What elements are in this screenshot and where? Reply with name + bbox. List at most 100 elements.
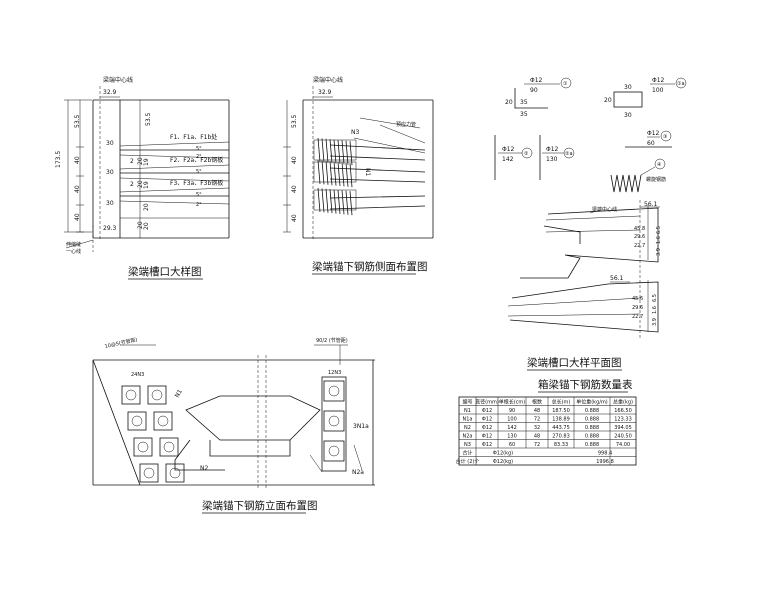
spiral-bundle	[313, 161, 357, 183]
spiral-turn	[337, 161, 341, 187]
table-cell: 142	[507, 425, 517, 431]
v3-top-dim-2: 56.1	[610, 275, 624, 282]
rebar1a-dim-a: 20	[604, 97, 612, 104]
rebar1-dim-c: 35	[520, 111, 528, 118]
table-cell: 123.33	[614, 416, 632, 422]
v3-dim-3: 22.7	[634, 243, 645, 249]
table-cell: 0.888	[585, 425, 599, 431]
v2-left-dim-3: 40	[291, 185, 298, 193]
table-cell: Φ12	[482, 425, 492, 431]
v4-title: 梁端锚下钢筋立面布置图	[202, 499, 318, 512]
rebar2-id: ②	[524, 151, 529, 157]
spiral-turn	[341, 140, 345, 165]
rebar2a-dia: Φ12	[546, 146, 559, 153]
table-cell: 0.888	[585, 416, 599, 422]
v1-bottom-left-1: 伸缩缝	[66, 241, 81, 248]
v1-small-dim-3: 2	[130, 181, 134, 188]
table-header-cell: 单位重(kg/m)	[576, 398, 608, 405]
anchor-plate-side	[323, 440, 345, 462]
v2-left-dim-4: 40	[291, 214, 298, 222]
v1-top-label: 梁端中心线	[103, 76, 133, 84]
v2-n3-label: N3	[351, 129, 359, 136]
anchor-plate	[121, 385, 141, 405]
table-cell: 72	[534, 442, 540, 448]
table-cell: 394.05	[614, 425, 632, 431]
rebar3-id: ③	[663, 134, 667, 140]
spiral-turn	[325, 138, 329, 163]
v3-side-dim-3: 3.9	[656, 248, 662, 256]
v1-left-dim-1: 53.5	[74, 114, 81, 128]
v3-side-dim-2: 1.6	[656, 236, 662, 244]
spiral-turn	[333, 139, 337, 164]
anchor-hole	[137, 441, 149, 453]
v2-n1-label: N1	[364, 168, 371, 176]
table-cell: 48	[534, 408, 540, 414]
spiral-turn	[345, 140, 349, 165]
v3-dim-6: 22.7	[632, 314, 643, 320]
anchor-hole	[125, 389, 137, 401]
spiral-turn	[317, 187, 321, 213]
v1-small-dim-6: 19	[143, 158, 150, 166]
v1-label-f1: F1、F1a、F1b处	[170, 133, 217, 141]
v3-dim-4: 45.6	[632, 296, 643, 302]
v1-small-dim-7: 20	[143, 203, 150, 211]
table-cell: 0.888	[585, 408, 599, 414]
anchor-hole	[157, 415, 169, 427]
v3-mid-label: 梁端中心线	[592, 206, 617, 213]
view-side-layout	[283, 86, 434, 240]
view-notch-plan	[507, 200, 660, 340]
table-cell: N2	[464, 425, 471, 431]
anchor-plate-side	[323, 410, 345, 432]
v2-left-dim-1: 53.5	[291, 114, 298, 128]
table-cell: 0.888	[585, 433, 599, 439]
anchor-plate	[159, 437, 179, 457]
v3-dim-5: 29.6	[632, 305, 643, 311]
rebar3-dia: Φ12	[647, 130, 660, 137]
v2-left-dim-2: 40	[291, 156, 298, 164]
spiral-turn	[337, 189, 341, 215]
table-cell: Φ12	[482, 433, 492, 439]
spiral-turn	[333, 189, 337, 214]
rebar1a-len: 100	[652, 87, 664, 94]
rebar1a-dim-c: 30	[624, 112, 632, 119]
spiral-turn	[333, 161, 337, 186]
spiral-turn	[345, 162, 349, 187]
v1-angle-5: 2°	[196, 202, 202, 208]
spiral-turn	[329, 189, 333, 214]
v3-top-dim-1: 56.1	[644, 201, 658, 208]
table-header-cell: 单根长(cm)	[499, 398, 526, 405]
rebar1-len: 90	[530, 87, 538, 94]
table-cell: 0.888	[585, 442, 599, 448]
rebar2a-len: 130	[546, 156, 558, 163]
spiral-turn	[321, 138, 325, 163]
rebar-shapes	[494, 77, 687, 193]
table-header-cell: 总长(m)	[552, 398, 571, 405]
table-cell: 240.50	[614, 433, 632, 439]
spiral-bundle	[313, 139, 357, 161]
table-cell: 90	[509, 408, 515, 414]
v3-title: 梁端槽口大样平面图	[527, 356, 622, 369]
table-cell: 443.75	[552, 425, 570, 431]
spiral-turn	[341, 190, 345, 215]
v1-row-dim-3: 30	[106, 200, 114, 207]
table-sum-label: 合计 (2)个	[456, 458, 480, 465]
v1-left-dim-4: 40	[74, 213, 81, 221]
table-cell: N1a	[463, 416, 473, 422]
table-cell: 83.33	[554, 442, 568, 448]
v4-anchor-plates	[121, 380, 345, 483]
table-header-cell: 编号	[462, 398, 472, 405]
v1-top-dim: 32.9	[103, 89, 117, 96]
spiral-turn	[349, 141, 353, 166]
table-cell: 48	[534, 433, 540, 439]
v2-top-dim: 32.9	[318, 89, 332, 96]
rebar1a-id: ①a	[677, 81, 685, 87]
v4-dim-left: 10@5(节管距)	[104, 336, 138, 350]
spiral-turn	[325, 188, 329, 213]
view-notch-detail	[64, 86, 230, 252]
v4-label-3n1a: 3N1a	[353, 423, 369, 430]
v1-angle-4: 2°	[196, 154, 202, 160]
table-sum-value: 1996.8	[596, 459, 614, 465]
v4-grid-left: 24N3	[131, 372, 144, 378]
v1-angle-1: 5°	[196, 146, 202, 152]
